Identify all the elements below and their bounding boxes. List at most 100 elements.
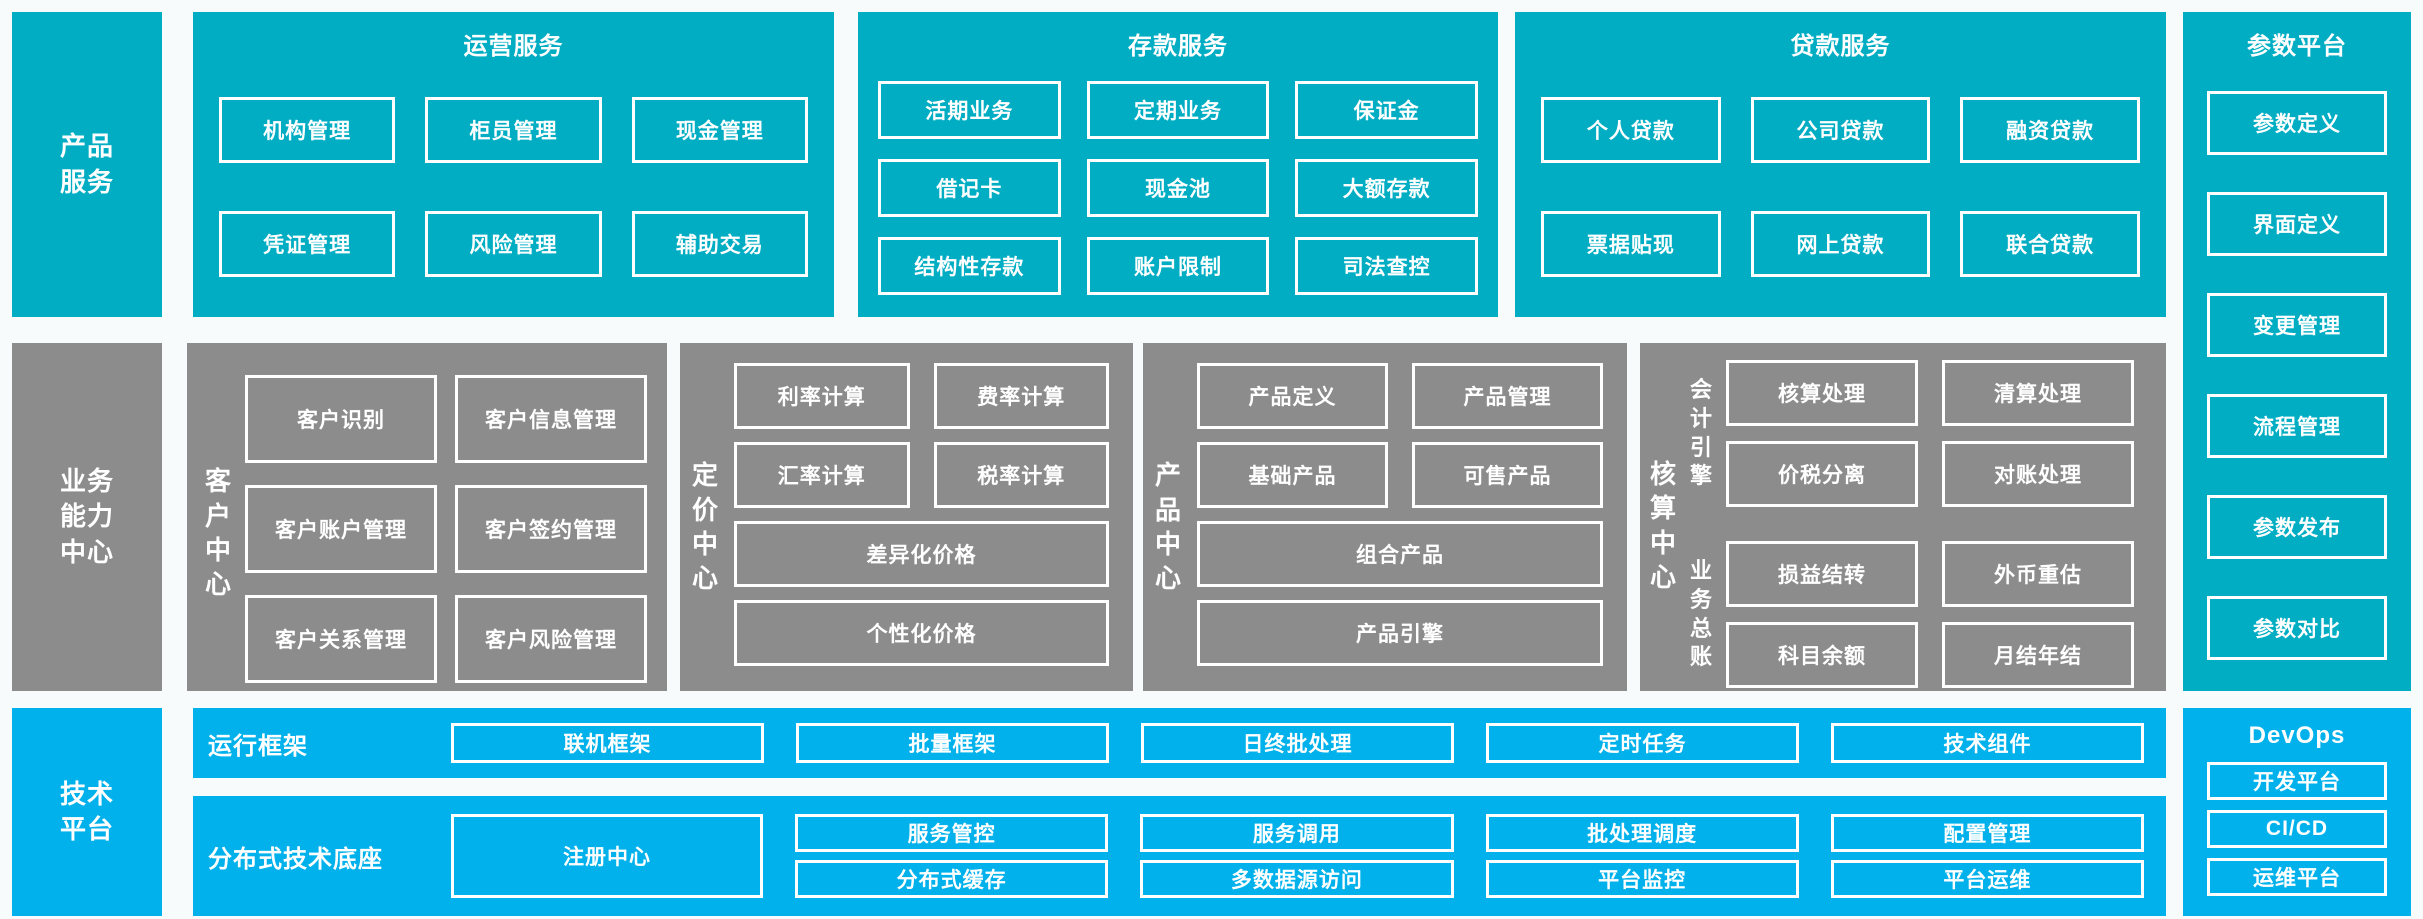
section-loan-services: 贷款服务 个人贷款公司贷款融资贷款票据贴现网上贷款联合贷款: [1515, 12, 2166, 317]
section-title: 运营服务: [463, 33, 564, 60]
diagram-box: 基础产品: [1197, 442, 1388, 508]
row-label-technology-platform: 技术平台: [12, 708, 162, 916]
diagram-box: 界面定义: [2207, 192, 2387, 256]
diagram-box: 客户识别: [245, 375, 437, 463]
row-label-text: 产品服务: [59, 131, 114, 197]
accounting-groups: 会计引擎 核算处理清算处理价税分离对账处理 业务总账 损益结转外币重估科目余额月…: [1688, 360, 2134, 691]
diagram-box: 客户账户管理: [245, 485, 437, 573]
row-label-business-capability: 业务能力中心: [12, 343, 162, 691]
section-title: 贷款服务: [1790, 33, 1891, 60]
strip-label: 运行框架: [208, 732, 308, 760]
diagram-box: 结构性存款: [878, 237, 1061, 295]
registry-center-box: 注册中心: [451, 814, 763, 898]
section-customer-center: 客户中心 客户识别客户信息管理客户账户管理客户签约管理客户关系管理客户风险管理: [187, 343, 667, 691]
section-pricing-center: 定价中心 利率计算费率计算汇率计算税率计算 差异化价格个性化价格: [680, 343, 1133, 691]
section-title: DevOps: [2248, 722, 2346, 749]
diagram-box: 辅助交易: [631, 211, 808, 277]
operations-boxes: 机构管理柜员管理现金管理凭证管理风险管理辅助交易: [219, 97, 808, 277]
product-small-boxes: 产品定义产品管理基础产品可售产品: [1197, 363, 1603, 508]
diagram-box: 司法查控: [1295, 237, 1478, 295]
diagram-box: 分布式缓存: [795, 860, 1109, 898]
diagram-box: 定期业务: [1086, 81, 1270, 139]
customer-boxes: 客户识别客户信息管理客户账户管理客户签约管理客户关系管理客户风险管理: [245, 375, 647, 691]
diagram-box: 差异化价格: [734, 521, 1109, 587]
diagram-box: 服务管控: [795, 814, 1109, 852]
diagram-box: 外币重估: [1942, 541, 2134, 607]
product-body: 产品定义产品管理基础产品可售产品 组合产品产品引擎: [1197, 363, 1603, 691]
section-vertical-label: 核算中心: [1649, 458, 1676, 592]
row-label-text: 业务能力中心: [59, 466, 114, 567]
diagram-box: 组合产品: [1197, 521, 1603, 587]
accounting-ledger-boxes: 损益结转外币重估科目余额月结年结: [1726, 541, 2134, 688]
diagram-box: 利率计算: [734, 363, 910, 429]
section-vertical-label: 产品中心: [1154, 460, 1181, 594]
diagram-box: 可售产品: [1412, 442, 1603, 508]
section-runtime-framework: 运行框架 联机框架批量框架日终批处理定时任务技术组件: [193, 708, 2166, 778]
diagram-box: 核算处理: [1726, 360, 1918, 426]
section-title: 存款服务: [1128, 33, 1228, 60]
group-vertical-label: 会计引擎: [1689, 377, 1712, 489]
section-parameter-platform: 参数平台 参数定义界面定义变更管理流程管理参数发布参数对比: [2183, 12, 2411, 691]
accounting-group-engine: 会计引擎 核算处理清算处理价税分离对账处理: [1688, 360, 2134, 507]
diagram-box: 融资贷款: [1960, 97, 2140, 163]
diagram-box: 账户限制: [1086, 237, 1270, 295]
diagram-box: 现金管理: [631, 97, 808, 163]
diagram-box: 借记卡: [878, 159, 1061, 217]
diagram-box: 对账处理: [1942, 441, 2134, 507]
section-title: 参数平台: [2247, 33, 2347, 60]
diagram-box: 平台监控: [1485, 860, 1799, 898]
diagram-box: 汇率计算: [734, 442, 910, 508]
diagram-box: 参数对比: [2207, 596, 2387, 660]
row-label-product-services: 产品服务: [12, 12, 162, 317]
section-devops: DevOps 开发平台 CI/CD 运维平台: [2183, 708, 2411, 916]
diagram-box: 个性化价格: [734, 600, 1109, 666]
strip-label: 分布式技术底座: [208, 845, 383, 873]
diagram-box: 保证金: [1295, 81, 1478, 139]
diagram-box: 凭证管理: [219, 211, 396, 277]
diagram-box: 现金池: [1086, 159, 1270, 217]
diagram-box: 个人贷款: [1541, 97, 1721, 163]
diagram-box: 科目余额: [1726, 622, 1918, 688]
diagram-box: 损益结转: [1726, 541, 1918, 607]
section-distributed-base: 分布式技术底座 注册中心 服务管控服务调用批处理调度配置管理分布式缓存多数据源访…: [193, 796, 2166, 916]
diagram-box: 机构管理: [219, 97, 396, 163]
distributed-boxes: 服务管控服务调用批处理调度配置管理分布式缓存多数据源访问平台监控平台运维: [795, 814, 2144, 898]
diagram-box: 清算处理: [1942, 360, 2134, 426]
devops-boxes: 开发平台 CI/CD 运维平台: [2207, 762, 2387, 896]
diagram-box: 票据贴现: [1541, 211, 1721, 277]
section-vertical-label: 客户中心: [204, 466, 231, 600]
diagram-box: 产品引擎: [1197, 600, 1603, 666]
group-vertical-label: 业务总账: [1689, 558, 1712, 670]
diagram-box: 运维平台: [2207, 858, 2387, 896]
deposit-boxes: 活期业务定期业务保证金借记卡现金池大额存款结构性存款账户限制司法查控: [878, 81, 1478, 295]
diagram-box: 产品定义: [1197, 363, 1388, 429]
diagram-box: 联机框架: [451, 723, 764, 763]
pricing-wide-boxes: 差异化价格个性化价格: [734, 521, 1109, 666]
diagram-box: 批处理调度: [1485, 814, 1799, 852]
diagram-box: 批量框架: [796, 723, 1109, 763]
section-accounting-center: 核算中心 会计引擎 核算处理清算处理价税分离对账处理 业务总账 损益结转外币重估…: [1640, 343, 2166, 691]
diagram-box: 客户风险管理: [455, 595, 647, 683]
diagram-box: 客户签约管理: [455, 485, 647, 573]
pricing-body: 利率计算费率计算汇率计算税率计算 差异化价格个性化价格: [734, 363, 1109, 691]
diagram-box: 月结年结: [1942, 622, 2134, 688]
diagram-box: 风险管理: [425, 211, 602, 277]
diagram-box: 费率计算: [933, 363, 1109, 429]
diagram-box: 柜员管理: [425, 97, 602, 163]
diagram-box: 产品管理: [1412, 363, 1603, 429]
diagram-box: CI/CD: [2207, 810, 2387, 848]
section-deposit-services: 存款服务 活期业务定期业务保证金借记卡现金池大额存款结构性存款账户限制司法查控: [858, 12, 1498, 317]
product-wide-boxes: 组合产品产品引擎: [1197, 521, 1603, 666]
diagram-box: 定时任务: [1486, 723, 1799, 763]
diagram-box: 活期业务: [878, 81, 1061, 139]
section-product-center: 产品中心 产品定义产品管理基础产品可售产品 组合产品产品引擎: [1143, 343, 1627, 691]
diagram-box: 客户信息管理: [455, 375, 647, 463]
diagram-box: 日终批处理: [1141, 723, 1454, 763]
pricing-small-boxes: 利率计算费率计算汇率计算税率计算: [734, 363, 1109, 508]
diagram-box: 开发平台: [2207, 762, 2387, 800]
runtime-boxes: 联机框架批量框架日终批处理定时任务技术组件: [451, 723, 2144, 763]
accounting-engine-boxes: 核算处理清算处理价税分离对账处理: [1726, 360, 2134, 507]
diagram-box: 多数据源访问: [1140, 860, 1454, 898]
diagram-box: 参数发布: [2207, 495, 2387, 559]
